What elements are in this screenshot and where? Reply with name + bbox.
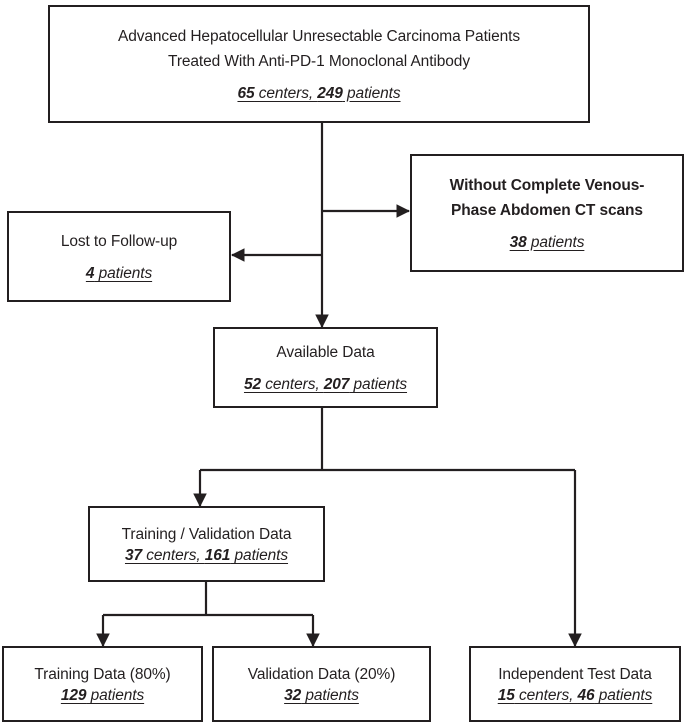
node-independent-test-title: Independent Test Data <box>498 665 652 683</box>
node-validation-data-box: Validation Data (20%) 32 patients <box>212 646 431 722</box>
node-training-data-title: Training Data (80%) <box>34 665 171 683</box>
node-validation-data-stats: 32 patients <box>284 687 359 704</box>
node-lost-to-followup-title: Lost to Follow-up <box>60 232 178 250</box>
node-without-ct-stats: 38 patients <box>509 233 585 251</box>
node-training-validation-title: Training / Validation Data <box>121 525 292 543</box>
node-training-data-stats: 129 patients <box>60 687 145 704</box>
node-independent-test-stats: 15 centers, 46 patients <box>497 687 653 704</box>
node-validation-data-title: Validation Data (20%) <box>247 665 396 683</box>
node-without-ct-title: Without Complete Venous- Phase Abdomen C… <box>449 177 645 219</box>
node-training-validation-box: Training / Validation Data 37 centers, 1… <box>88 506 325 582</box>
node-lost-to-followup-box: Lost to Follow-up 4 patients <box>7 211 231 302</box>
node-available-data-stats: 52 centers, 207 patients <box>243 376 408 393</box>
node-training-data-box: Training Data (80%) 129 patients <box>2 646 203 722</box>
node-training-validation-stats: 37 centers, 161 patients <box>124 547 289 564</box>
node-lost-to-followup-stats: 4 patients <box>85 265 153 282</box>
node-available-data-title: Available Data <box>276 343 375 361</box>
node-cohort-stats: 65 centers, 249 patients <box>237 84 401 102</box>
node-independent-test-box: Independent Test Data 15 centers, 46 pat… <box>469 646 681 722</box>
node-without-ct-box: Without Complete Venous- Phase Abdomen C… <box>410 154 684 272</box>
node-available-data-box: Available Data 52 centers, 207 patients <box>213 327 438 408</box>
node-cohort-title: Advanced Hepatocellular Unresectable Car… <box>117 28 521 70</box>
node-cohort-box: Advanced Hepatocellular Unresectable Car… <box>48 5 590 123</box>
